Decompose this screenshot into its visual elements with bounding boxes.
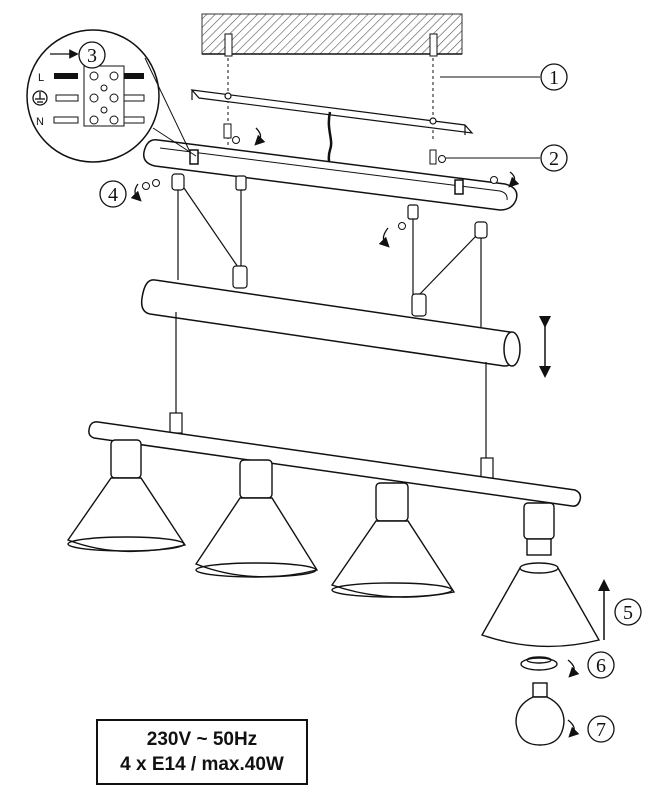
callout-7: 7	[587, 715, 615, 743]
adjustable-tube	[140, 279, 521, 367]
electrical-spec-box: 230V ~ 50Hz 4 x E14 / max.40W	[96, 719, 308, 785]
svg-text:3: 3	[87, 45, 97, 67]
suspension-hangers	[171, 173, 488, 330]
terminal-label-live: L	[38, 72, 44, 84]
callout-4: 4	[99, 180, 127, 208]
callout-1: 1	[540, 63, 568, 91]
callout-5: 5	[614, 598, 642, 626]
lamp-shade-3	[330, 482, 456, 598]
callout-6: 6	[587, 651, 615, 679]
lamp-socket-exploded	[523, 502, 555, 556]
mounting-bracket	[190, 89, 474, 135]
svg-text:2: 2	[549, 148, 559, 170]
terminal-label-neutral: N	[36, 116, 44, 128]
canopy-fixing-screws	[142, 176, 498, 230]
svg-text:6: 6	[596, 655, 606, 677]
wire-live	[54, 73, 144, 79]
svg-text:7: 7	[596, 719, 606, 741]
svg-text:1: 1	[549, 67, 559, 89]
lamp-bar	[88, 421, 582, 507]
spec-voltage: 230V ~ 50Hz	[146, 729, 258, 750]
lamp-shade-1	[66, 439, 187, 553]
svg-text:4: 4	[108, 184, 118, 206]
callout-3: 3	[78, 41, 106, 69]
callout-2: 2	[540, 144, 568, 172]
ceiling-canopy	[142, 139, 518, 211]
lamp-shade-2	[194, 459, 319, 578]
lower-wires	[169, 312, 494, 479]
ceiling	[201, 13, 463, 55]
light-bulb	[515, 682, 565, 746]
terminal-block	[83, 65, 125, 127]
svg-text:5: 5	[623, 602, 633, 624]
shade-ring	[520, 656, 558, 671]
wire-earth	[55, 94, 145, 102]
bracket-screws	[223, 123, 446, 165]
earth-symbol-icon	[32, 90, 48, 106]
wire-neutral	[53, 116, 145, 124]
rotate-arrow-icon	[130, 127, 580, 738]
lamp-shade-4	[480, 562, 601, 648]
spec-lamps: 4 x E14 / max.40W	[120, 754, 284, 775]
leader-lines	[440, 76, 540, 159]
terminal-detail: L N	[26, 29, 197, 163]
